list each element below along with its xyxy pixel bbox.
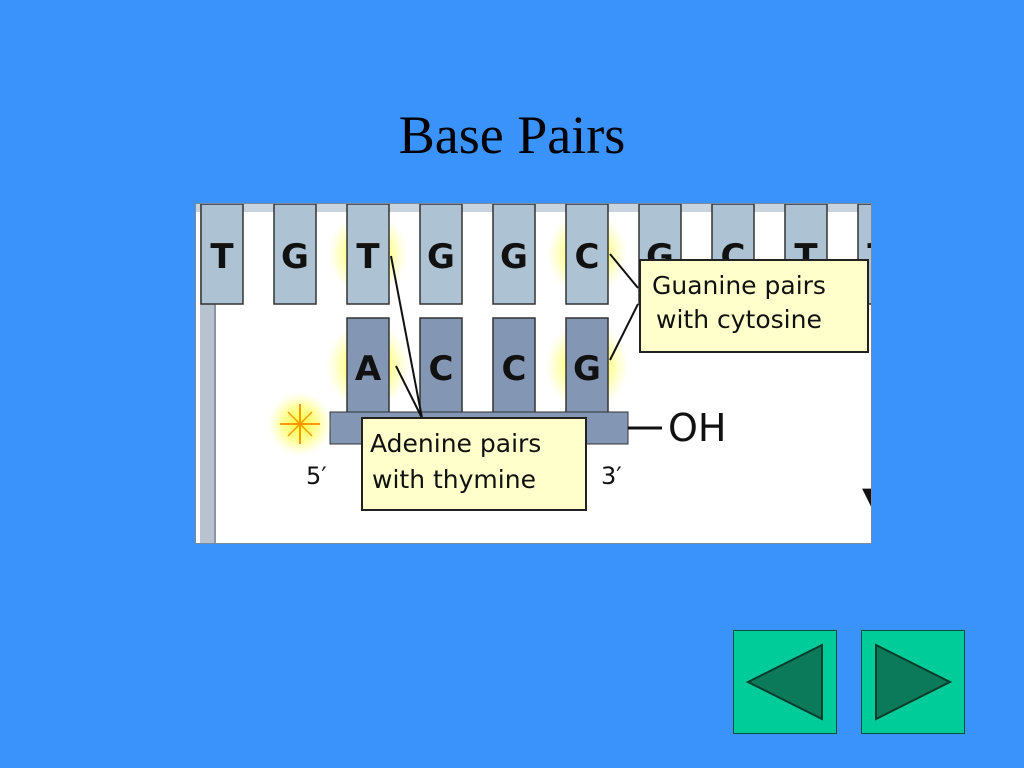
three-prime-label: 3′: [601, 462, 622, 490]
top-base-g: G: [273, 204, 317, 305]
five-prime-label: 5′: [306, 462, 327, 490]
left-edge-line: [214, 204, 216, 543]
bottom-base-a: A: [346, 317, 390, 415]
svg-text:C: C: [575, 237, 600, 277]
guanine-callout-line2: with cytosine: [656, 305, 822, 334]
guanine-callout: Guanine pairs with cytosine: [639, 259, 869, 353]
adenine-callout: Adenine pairs with thymine: [361, 417, 587, 511]
svg-text:G: G: [573, 349, 601, 389]
adenine-leader-line-bottom: [395, 365, 423, 419]
guanine-leader-line-bottom: [609, 303, 639, 361]
guanine-leader-line-top: [609, 253, 639, 289]
svg-text:G: G: [500, 237, 528, 277]
next-slide-button[interactable]: [861, 630, 965, 734]
cut-off-marker: ▼: [862, 482, 872, 510]
triangle-left-icon: [745, 643, 823, 721]
top-base-c: C: [565, 204, 609, 305]
svg-text:A: A: [355, 349, 382, 389]
svg-text:G: G: [427, 237, 455, 277]
bottom-base-g: G: [565, 317, 609, 415]
top-base-g: G: [492, 204, 536, 305]
top-base-g: G: [419, 204, 463, 305]
bottom-base-c: C: [419, 317, 463, 415]
starburst-icon: [268, 392, 332, 456]
top-base-t: T: [346, 204, 390, 305]
adenine-callout-line2: with thymine: [372, 465, 536, 494]
triangle-right-icon: [875, 643, 953, 721]
svg-text:T: T: [867, 237, 872, 277]
guanine-callout-line1: Guanine pairs: [652, 271, 826, 300]
adenine-leader-line-top: [390, 255, 423, 419]
bottom-base-c: C: [492, 317, 536, 415]
svg-text:C: C: [502, 349, 527, 389]
previous-slide-button[interactable]: [733, 630, 837, 734]
hydroxyl-label: OH: [668, 406, 726, 450]
svg-text:T: T: [356, 237, 380, 277]
top-base-t: T: [200, 204, 244, 305]
svg-text:T: T: [210, 237, 234, 277]
top-strand: TGTGGCGCTT: [200, 204, 872, 305]
svg-text:C: C: [429, 349, 454, 389]
svg-text:G: G: [281, 237, 309, 277]
slide-title: Base Pairs: [398, 105, 626, 165]
adenine-callout-line1: Adenine pairs: [370, 429, 541, 458]
